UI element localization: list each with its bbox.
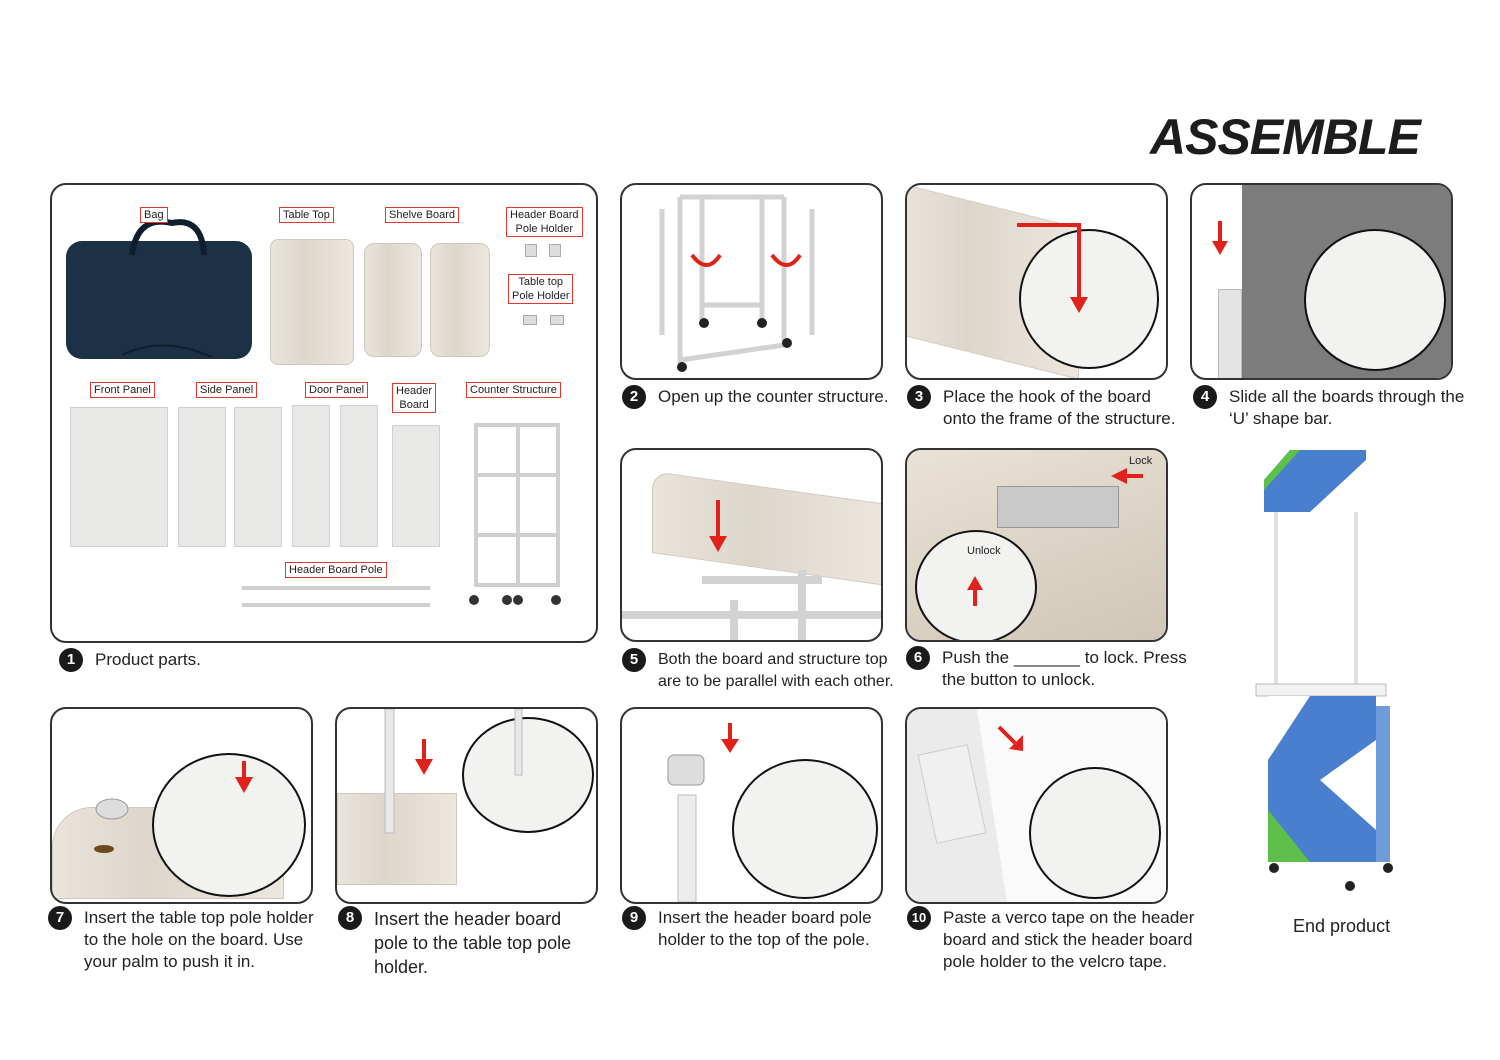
label-shelve-board: Shelve Board: [385, 207, 460, 223]
panel-step-7: [50, 707, 313, 904]
panel-step-9: [620, 707, 883, 904]
detail-circle: [1019, 229, 1159, 369]
label-door-panel: Door Panel: [305, 382, 369, 398]
step-text: Insert the table top pole holder to the …: [84, 908, 314, 971]
step-text: Push the _______ to lock. Press the butt…: [942, 648, 1187, 689]
detail-circle: [1304, 229, 1446, 371]
step-number: 2: [622, 385, 646, 409]
detail-circle: [732, 759, 878, 899]
step-text: Product parts.: [95, 650, 201, 669]
detail-circle: [1029, 767, 1161, 899]
panel-step-4: [1190, 183, 1453, 380]
panel-step-5: [620, 448, 883, 642]
shelve-board-image: [364, 243, 422, 357]
side-panel-image: [178, 407, 226, 547]
table-top-pole-holder-image: [550, 315, 564, 325]
panel-step-3: [905, 183, 1168, 380]
label-table-top-pole-holder: Table top Pole Holder: [508, 274, 574, 304]
bag-image: [66, 241, 252, 359]
label-header-board-pole: Header Board Pole: [285, 562, 387, 578]
label-header-board-pole-holder: Header Board Pole Holder: [506, 207, 583, 237]
label-header-board: Header Board: [392, 383, 437, 413]
header-board-pole-holder-image: [525, 244, 537, 257]
header-board-image: [392, 425, 440, 547]
panel-step-6: Lock Unlock: [905, 448, 1168, 642]
step-number: 6: [906, 646, 930, 670]
panel-product-parts: Bag Table Top Shelve Board Header Board …: [50, 183, 598, 643]
counter-structure-image: [242, 423, 561, 607]
panel-step-8: [335, 707, 598, 904]
step-text: Insert the header board pole to the tabl…: [374, 909, 572, 977]
lock-label: Lock: [1129, 455, 1153, 467]
step-number: 10: [907, 906, 931, 930]
table-top-pole-holder-image: [523, 315, 537, 325]
detail-circle: [152, 753, 306, 897]
step-number: 1: [59, 648, 83, 672]
step-number: 5: [622, 648, 646, 672]
step-text: Slide all the boards through the ‘U’ sha…: [1229, 387, 1465, 428]
panel-step-2: [620, 183, 883, 380]
page-title: ASSEMBLE: [1150, 109, 1421, 165]
panel-step-10: [905, 707, 1168, 904]
detail-circle: [462, 717, 594, 833]
label-counter-structure: Counter Structure: [466, 382, 561, 398]
step-text: Paste a verco tape on the header board a…: [943, 908, 1195, 971]
step-number: 9: [622, 906, 646, 930]
step-text: Both the board and structure top are to …: [658, 651, 894, 690]
table-top-image: [270, 239, 354, 365]
door-panel-image: [292, 405, 330, 547]
step-text: Place the hook of the board onto the fra…: [943, 387, 1176, 428]
parts-drawing: [121, 218, 213, 358]
end-product-image: [1250, 450, 1400, 900]
unlock-label: Unlock: [967, 545, 1001, 557]
door-panel-image: [340, 405, 378, 547]
step-number: 3: [907, 385, 931, 409]
label-table-top: Table Top: [279, 207, 334, 223]
header-board-pole-holder-image: [549, 244, 561, 257]
end-product-label: End product: [1293, 916, 1391, 936]
front-panel-image: [70, 407, 168, 547]
shelve-board-image: [430, 243, 490, 357]
step-number: 7: [48, 906, 72, 930]
step-number: 4: [1193, 385, 1217, 409]
step-text: Open up the counter structure.: [658, 387, 889, 406]
label-bag: Bag: [140, 207, 168, 223]
label-front-panel: Front Panel: [90, 382, 155, 398]
step-text: Insert the header board pole holder to t…: [658, 908, 872, 949]
side-panel-image: [234, 407, 282, 547]
step-number: 8: [338, 906, 362, 930]
label-side-panel: Side Panel: [196, 382, 258, 398]
